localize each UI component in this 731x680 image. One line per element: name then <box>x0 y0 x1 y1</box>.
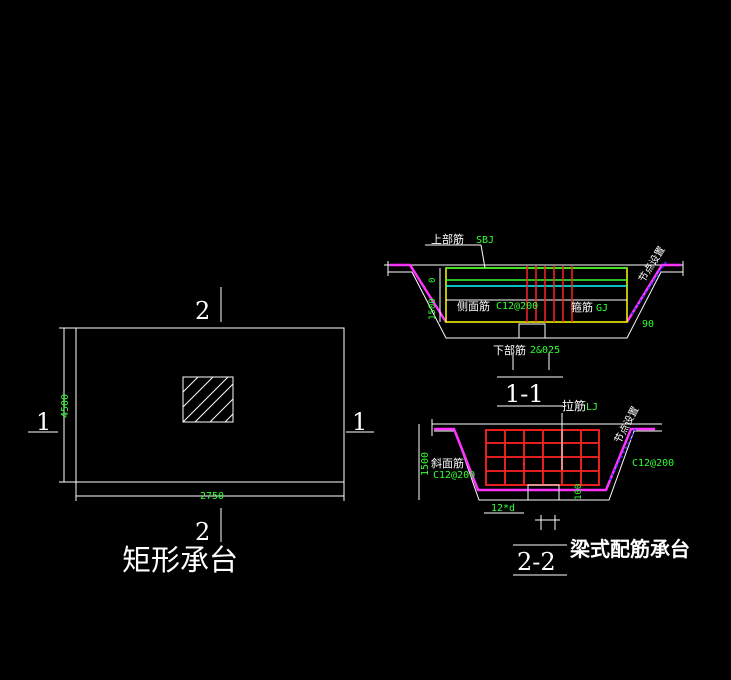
slope-bar-right-1 <box>625 263 681 323</box>
label-slope-face: 斜面筋 <box>431 456 464 470</box>
column-stub-1 <box>518 323 546 339</box>
code-slope-face: C12@200 <box>433 470 475 481</box>
column-hatch <box>182 376 234 423</box>
dim-height-line <box>59 327 76 483</box>
section-2-2: 拉筋 LJ 斜面筋 C12@200 C12@200 节点设置 1500 100 … <box>418 398 690 576</box>
code-right-2: C12@200 <box>632 458 674 469</box>
dim-height-2: 1500 <box>420 452 431 476</box>
section-mark-left: 1 <box>36 408 51 436</box>
dim-small-2: 100 <box>574 484 584 500</box>
section-1-1: 上部筋 SBJ 侧面筋 C12@200 箍筋 GJ 下部筋 2&025 节点设置… <box>384 232 684 408</box>
stirrup-cage-2 <box>485 429 600 486</box>
code-bottom-bar: 2&025 <box>530 345 560 356</box>
label-top-bar: 上部筋 <box>431 232 464 246</box>
label-stirrup: 箍筋 <box>571 300 593 314</box>
dim-width-line <box>75 482 345 501</box>
dim-height-text: 4500 <box>60 394 71 418</box>
leader-top-1b <box>480 244 486 269</box>
section-title-1-1: 1-1 <box>505 380 544 408</box>
code-side-bar: C12@200 <box>496 301 538 312</box>
dim-a-text: 0 <box>428 278 438 283</box>
code-top-bar: SBJ <box>476 235 494 246</box>
section-title-2-2: 2-2 <box>517 548 556 576</box>
label-side-bar: 侧面筋 <box>457 299 490 313</box>
label-tie: 拉筋 <box>562 398 586 413</box>
section-mark-right: 1 <box>352 408 367 436</box>
label-bottom-bar: 下部筋 <box>493 343 526 357</box>
caption-beam-cap: 梁式配筋承台 <box>569 537 690 561</box>
column-stub-2 <box>527 484 560 501</box>
plan-title: 矩形承台 <box>122 543 238 577</box>
cap-outline <box>75 327 345 483</box>
dim-b-text: 1500 <box>428 298 438 320</box>
dim-width-text: 2750 <box>200 491 224 502</box>
plan-view: 2 2 1 1 4500 2750 矩形承台 <box>28 287 374 577</box>
code-tie: LJ <box>586 402 598 413</box>
stirrups-1 <box>526 266 573 322</box>
section-mark-top: 2 <box>195 297 210 325</box>
dot-line-1 <box>631 261 667 315</box>
section-mark-bottom: 2 <box>195 518 210 546</box>
slope-bar-left-1 <box>390 263 448 323</box>
dim-bottom-2: 12*d <box>491 503 515 514</box>
angle-text: 90 <box>642 319 654 330</box>
code-stirrup: GJ <box>596 303 608 314</box>
